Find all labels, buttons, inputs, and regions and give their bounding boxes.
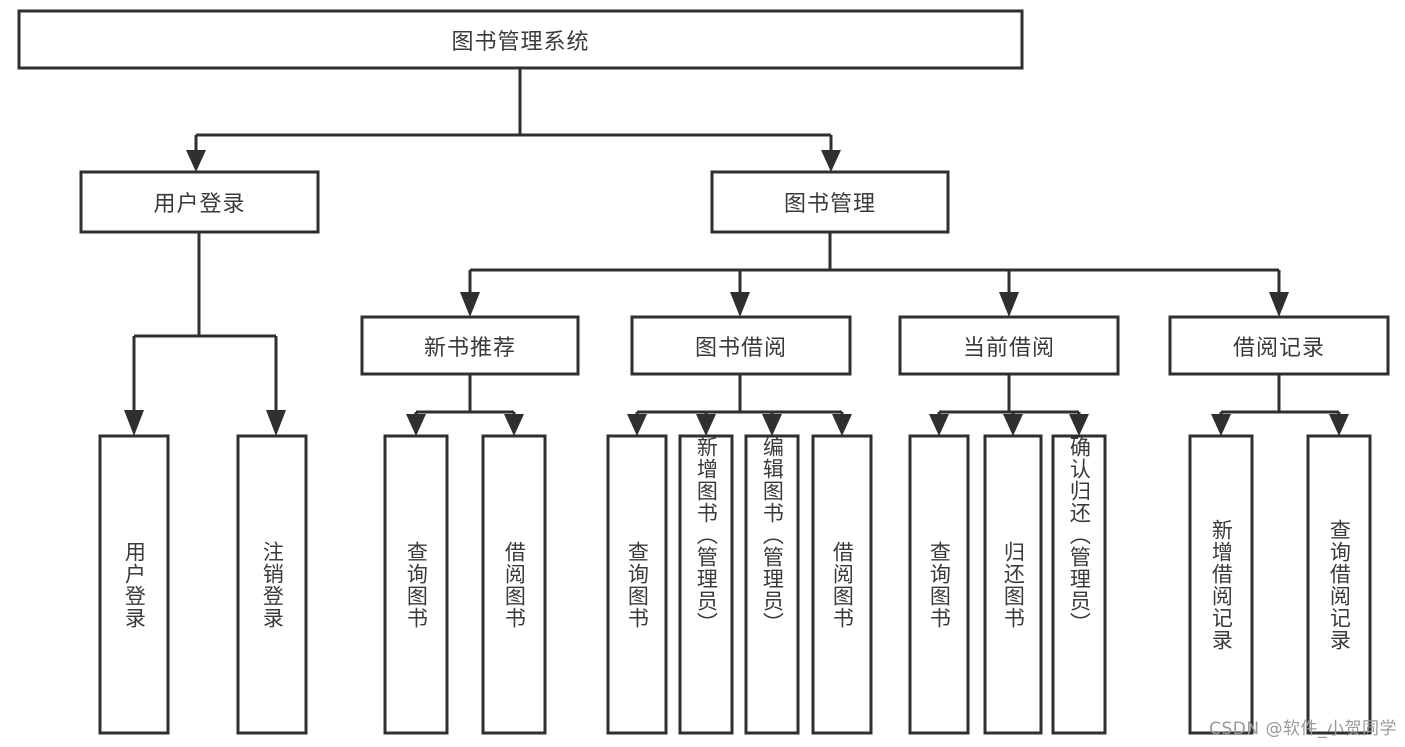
leaf-box-add-book-admin[interactable]: [678, 434, 734, 735]
node-current-borrow-box[interactable]: [898, 315, 1120, 376]
leaf-box-logout[interactable]: [236, 434, 308, 735]
leaf-box-return-book[interactable]: [983, 434, 1043, 735]
arrow-head-borrow-record: [1269, 292, 1289, 317]
arrow-head-currentborrow-leaf-1: [929, 414, 949, 436]
arrow-head-bookborrow-leaf-4: [832, 414, 852, 436]
arrow-head-book-borrow: [730, 292, 750, 317]
arrow-head-borrowrecord-leaf-1: [1211, 414, 1231, 436]
leaf-box-query-book-2[interactable]: [606, 434, 668, 735]
arrow-head-bookborrow-leaf-1: [627, 414, 647, 436]
leaf-box-confirm-return[interactable]: [1051, 434, 1107, 735]
arrow-head-currentborrow-leaf-3: [1069, 414, 1089, 436]
leaf-box-borrow-book-2[interactable]: [811, 434, 873, 735]
node-book-management-box[interactable]: [710, 170, 950, 234]
arrow-head-book-mgmt: [821, 150, 841, 172]
leaf-box-query-book-3[interactable]: [908, 434, 970, 735]
leaf-box-user-login[interactable]: [98, 434, 170, 735]
leaf-box-edit-book-admin[interactable]: [744, 434, 800, 735]
node-user-login-box[interactable]: [79, 170, 320, 234]
node-root-box[interactable]: [17, 9, 1024, 70]
node-borrow-record-box[interactable]: [1168, 315, 1390, 376]
leaf-box-borrow-book-1[interactable]: [481, 434, 547, 735]
leaf-box-query-borrow-rec[interactable]: [1306, 434, 1372, 735]
arrow-head-user-login: [186, 150, 206, 172]
arrow-head-bookborrow-leaf-3: [762, 414, 782, 436]
arrow-head-newbook-leaf-1: [406, 414, 426, 436]
arrow-head-borrowrecord-leaf-2: [1329, 414, 1349, 436]
arrow-head-newbook-leaf-2: [504, 414, 524, 436]
arrow-head-leaf-user-login: [124, 410, 144, 436]
watermark-text: CSDN @软件_小贺同学: [1209, 719, 1397, 739]
leaf-box-query-book-1[interactable]: [383, 434, 449, 735]
leaf-box-add-borrow-record[interactable]: [1188, 434, 1254, 735]
arrow-head-leaf-logout: [266, 410, 286, 436]
arrow-head-current-borrow: [999, 292, 1019, 317]
arrow-head-new-book-rec: [460, 292, 480, 317]
node-book-borrow-box[interactable]: [630, 315, 852, 376]
node-new-book-recommend-box[interactable]: [360, 315, 580, 376]
arrow-head-bookborrow-leaf-2: [696, 414, 716, 436]
arrow-head-currentborrow-leaf-2: [1003, 414, 1023, 436]
